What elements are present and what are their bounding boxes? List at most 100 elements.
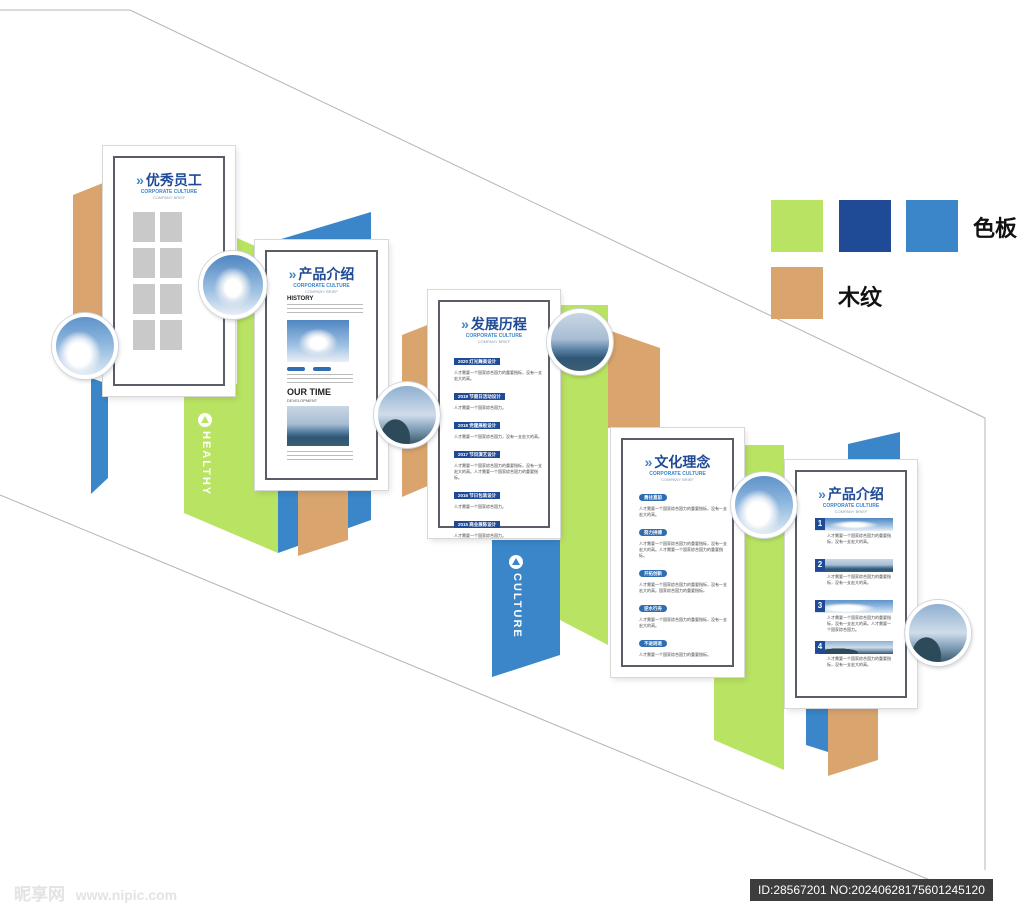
- palette-label: 色板: [973, 216, 1018, 241]
- panel-excellent-employees: »优秀员工 CORPORATE CULTURE COMPANY BRIEF: [103, 146, 235, 396]
- entry-text: 人才需要一个国家综合国力的重要指标，没有一支宏大的高。人才需要一个国家综合国力的…: [639, 541, 727, 558]
- panel-title: »产品介绍: [818, 486, 884, 502]
- concept-tag: 努力拼搏: [639, 529, 667, 536]
- product-photo: [815, 559, 893, 572]
- panel-title: »优秀员工: [136, 172, 202, 188]
- circle-photo: [374, 382, 440, 448]
- employee-photo-slot: [160, 320, 182, 350]
- swatch-blue: [906, 200, 958, 252]
- concept-tag: 逆水行舟: [639, 605, 667, 612]
- chevron-icon: »: [288, 266, 297, 282]
- panel-culture-concept: »文化理念 CORPORATE CULTURE COMPANY BRIEF 勇往…: [611, 428, 744, 677]
- culture-entry: 不进则退人才需要一个国家综合国力的重要指标。: [639, 632, 729, 658]
- wood-shape: [608, 330, 660, 428]
- employee-photo-slot: [160, 284, 182, 314]
- history-entry: 2019 节假日活动设计人才需要一个国家综合国力。: [454, 385, 544, 411]
- item-text: 人才需要一个国家综合国力的重要指标，没有一支宏大的高。人才需要一个国家综合国力。: [827, 615, 891, 632]
- product-photo: [815, 518, 893, 531]
- swatch-green: [771, 200, 823, 252]
- entry-text: 人才需要一个国家综合国力的重要指标，没有一支宏大的高。: [454, 370, 542, 381]
- watermark-id: ID:28567201 NO:20240628175601245120: [750, 879, 993, 901]
- employee-photo-slot: [160, 212, 182, 242]
- circle-photo: [905, 600, 971, 666]
- number-badge: 2: [815, 559, 825, 571]
- culture-entry: 逆水行舟人才需要一个国家综合国力的重要指标，没有一支宏大的高。: [639, 597, 729, 629]
- healthy-text: HEALTHY: [200, 431, 212, 497]
- culture-entry: 努力拼搏人才需要一个国家综合国力的重要指标，没有一支宏大的高。人才需要一个国家综…: [639, 521, 729, 559]
- history-entry: 2016 节日包装设计人才需要一个国家综合国力。: [454, 484, 544, 510]
- sea-photo: [287, 406, 349, 446]
- year-tag: 2015 商业展陈设计: [454, 521, 501, 528]
- circle-photo: [52, 313, 118, 379]
- chevron-icon: »: [644, 454, 653, 470]
- entry-text: 人才需要一个国家综合国力的重要指标，没有一支宏大的高。: [639, 617, 727, 628]
- year-tag: 2018 党建展板设计: [454, 422, 501, 429]
- history-entry: 2020 灯光舞美设计人才需要一个国家综合国力的重要指标，没有一支宏大的高。: [454, 350, 544, 382]
- panel-title: »文化理念: [644, 454, 711, 470]
- panel-product-intro-1: »产品介绍 CORPORATE CULTURE COMPANY BRIEF HI…: [255, 240, 388, 490]
- circle-photo: [199, 251, 267, 319]
- triangle-icon: [509, 555, 523, 569]
- history-entry: 2018 党建展板设计人才需要一个国家综合国力，没有一支宏大的高。: [454, 414, 544, 440]
- product-photo: [815, 600, 893, 613]
- wood-shape: [828, 708, 878, 776]
- healthy-label: HEALTHY: [198, 413, 212, 496]
- swatch-wood: [771, 267, 823, 319]
- number-badge: 3: [815, 600, 825, 612]
- history-heading: HISTORY: [287, 296, 314, 302]
- employee-photo-slot: [133, 248, 155, 278]
- history-entry: 2015 商业展陈设计人才需要一个国家综合国力。: [454, 513, 544, 539]
- employee-photo-slot: [160, 248, 182, 278]
- chevron-icon: »: [136, 172, 144, 188]
- entry-text: 人才需要一个国家综合国力的重要指标。: [639, 652, 711, 657]
- entry-text: 人才需要一个国家综合国力的重要指标，没有一支宏大的高。人才需要一个国家综合国力的…: [454, 463, 542, 480]
- culture-entry: 开拓创新人才需要一个国家综合国力的重要指标，没有一支宏大的高。国家综合国力的重要…: [639, 562, 729, 594]
- blue-shape: [492, 540, 560, 677]
- green-shape: [560, 305, 608, 645]
- number-badge: 1: [815, 518, 825, 530]
- circle-photo: [731, 472, 797, 538]
- history-entry: 2017 节目演艺设计人才需要一个国家综合国力的重要指标，没有一支宏大的高。人才…: [454, 443, 544, 481]
- concept-tag: 开拓创新: [639, 570, 667, 577]
- item-text: 人才需要一个国家综合国力的重要指标，没有一支宏大的高。: [827, 533, 891, 544]
- blue-shape: [91, 378, 108, 494]
- panel-development-history: »发展历程 CORPORATE CULTURE COMPANY BRIEF 20…: [428, 290, 560, 538]
- blue-shape: [806, 705, 828, 752]
- chevron-icon: »: [461, 316, 469, 332]
- entry-text: 人才需要一个国家综合国力。: [454, 533, 506, 538]
- year-tag: 2019 节假日活动设计: [454, 393, 505, 400]
- product-photo: [815, 641, 893, 654]
- triangle-icon: [198, 413, 212, 427]
- watermark-logo: 昵享网 www.nipic.com: [14, 885, 178, 904]
- sky-photo: [287, 320, 349, 362]
- year-tag: 2016 节日包装设计: [454, 492, 501, 499]
- employee-photo-slot: [133, 284, 155, 314]
- wood-shape: [298, 490, 348, 556]
- swatch-dark-blue: [839, 200, 891, 252]
- concept-tag: 勇往直前: [639, 494, 667, 501]
- entry-text: 人才需要一个国家综合国力的重要指标，没有一支宏大的高。国家综合国力的重要指标。: [639, 582, 727, 593]
- wood-label: 木纹: [838, 285, 883, 310]
- entry-text: 人才需要一个国家综合国力，没有一支宏大的高。: [454, 434, 542, 439]
- chevron-icon: »: [818, 486, 826, 502]
- history-list: 2020 灯光舞美设计人才需要一个国家综合国力的重要指标，没有一支宏大的高。20…: [454, 350, 544, 542]
- item-text: 人才需要一个国家综合国力的重要指标，没有一支宏大的高。: [827, 656, 891, 667]
- entry-text: 人才需要一个国家综合国力的重要指标，没有一支宏大的高。: [639, 506, 727, 517]
- culture-entry: 勇往直前人才需要一个国家综合国力的重要指标，没有一支宏大的高。: [639, 486, 729, 518]
- wood-shape: [73, 183, 103, 340]
- culture-list: 勇往直前人才需要一个国家综合国力的重要指标，没有一支宏大的高。努力拼搏人才需要一…: [639, 486, 729, 661]
- panel-title: »发展历程: [461, 316, 527, 332]
- concept-tag: 不进则退: [639, 640, 667, 647]
- entry-text: 人才需要一个国家综合国力。: [454, 504, 506, 509]
- culture-label: CULTURE: [509, 555, 523, 639]
- panel-title: »产品介绍: [288, 266, 355, 282]
- number-badge: 4: [815, 641, 825, 653]
- year-tag: 2020 灯光舞美设计: [454, 358, 501, 365]
